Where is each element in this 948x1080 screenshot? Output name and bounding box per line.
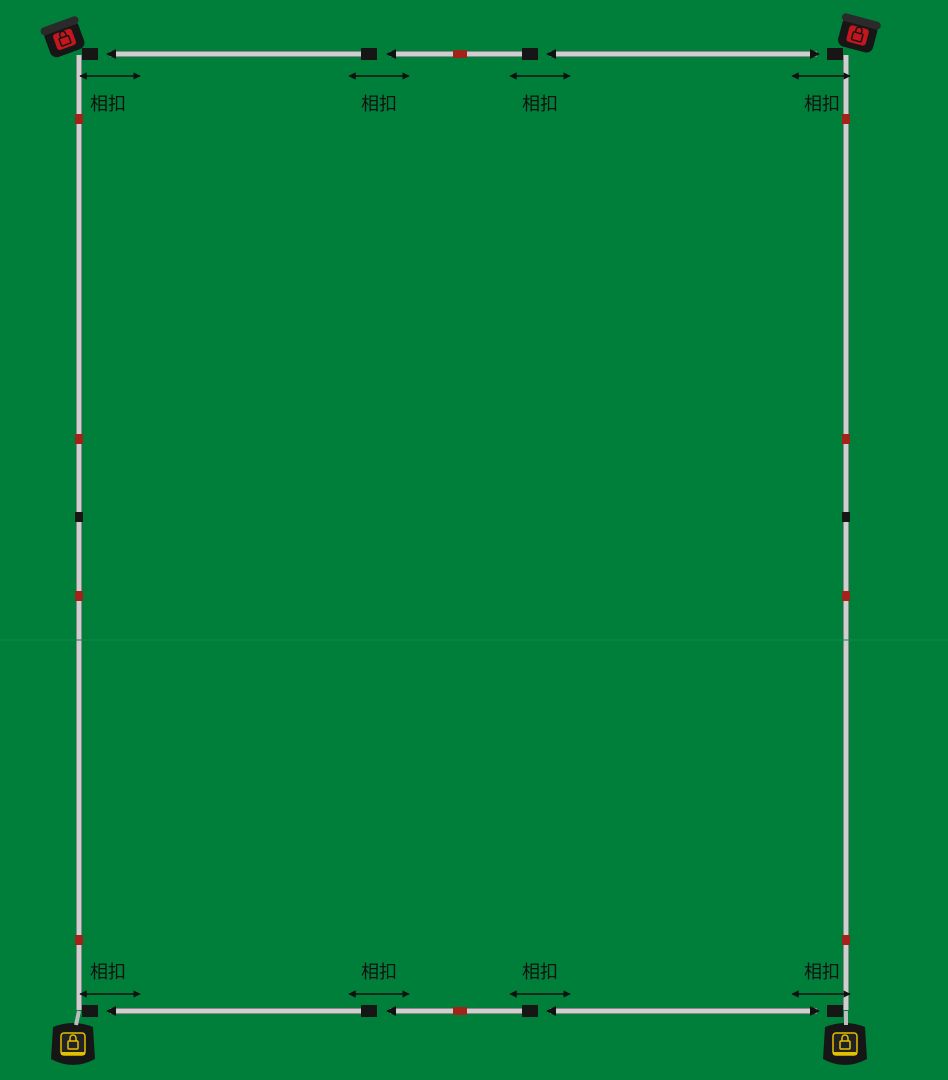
- connection-label: 相扣: [90, 94, 126, 115]
- connection-label: 相扣: [804, 94, 840, 115]
- top-connection-labels: 相扣 相扣 相扣 相扣: [90, 94, 840, 115]
- lock-icon: [850, 26, 864, 43]
- lock-icon: [839, 1034, 851, 1050]
- joint-red: [842, 591, 850, 601]
- joint-black: [82, 1005, 98, 1017]
- bottom-left-transmitter-device: [51, 1010, 95, 1065]
- joint-black: [361, 48, 377, 60]
- top-right-receiver-device: [838, 13, 881, 53]
- joint-red: [842, 434, 850, 444]
- joint-red: [75, 434, 83, 444]
- joint-black: [82, 48, 98, 60]
- connection-label: 相扣: [361, 962, 397, 983]
- lock-icon: [67, 1034, 79, 1050]
- joint-red: [453, 1007, 467, 1015]
- bottom-right-transmitter-device: [823, 1011, 867, 1065]
- joint-black: [522, 1005, 538, 1017]
- joint-red: [75, 591, 83, 601]
- joint-black: [827, 48, 843, 60]
- connection-label: 相扣: [522, 94, 558, 115]
- joint-red: [75, 114, 83, 124]
- right-rod-joints: [842, 114, 850, 945]
- bottom-connection-labels: 相扣 相扣 相扣 相扣: [90, 962, 840, 983]
- joint-red: [842, 935, 850, 945]
- connection-label: 相扣: [522, 962, 558, 983]
- top-left-receiver-device: [40, 16, 85, 58]
- top-horizontal-rod: [82, 48, 843, 60]
- left-vertical-rod: [76, 55, 82, 1010]
- joint-black: [842, 512, 850, 522]
- joint-red: [453, 50, 467, 58]
- joint-black: [522, 48, 538, 60]
- joint-black: [361, 1005, 377, 1017]
- bottom-horizontal-rod: [82, 1005, 843, 1017]
- joint-red: [75, 935, 83, 945]
- right-vertical-rod: [843, 55, 849, 1010]
- joint-red: [842, 114, 850, 124]
- connection-label: 相扣: [804, 962, 840, 983]
- left-rod-joints: [75, 114, 83, 945]
- connection-label: 相扣: [361, 94, 397, 115]
- lock-icon: [58, 30, 72, 47]
- joint-black: [75, 512, 83, 522]
- connection-label: 相扣: [90, 962, 126, 983]
- joint-black: [827, 1005, 843, 1017]
